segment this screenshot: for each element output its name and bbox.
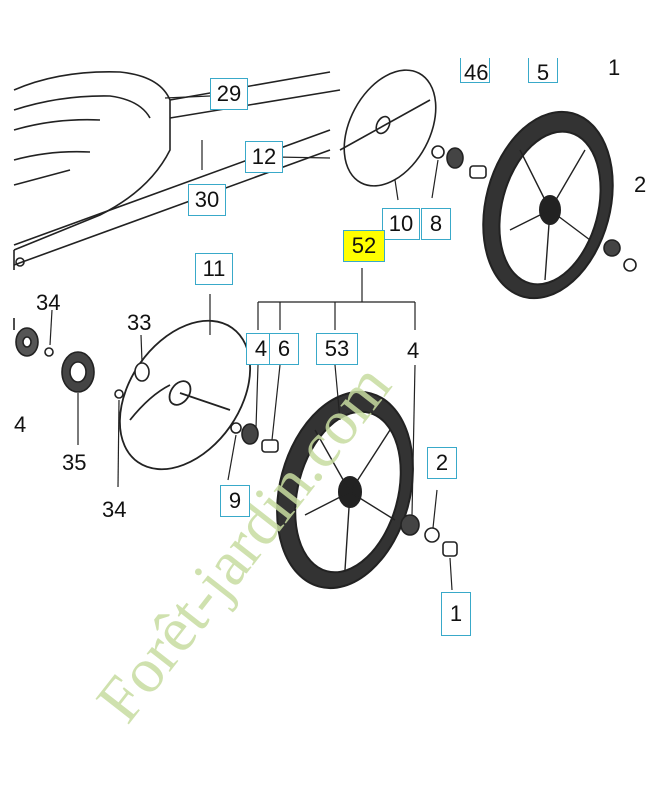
callout-6: 6	[269, 333, 299, 365]
label-4-right: 4	[407, 338, 420, 363]
callout-2: 2	[427, 447, 457, 479]
hubcap-top	[339, 69, 437, 187]
callout-30: 30	[188, 184, 226, 216]
wheel-front	[276, 390, 414, 590]
label-35: 35	[62, 450, 87, 475]
callout-53: 53	[316, 333, 358, 365]
label-34-bottom: 34	[102, 497, 127, 522]
label-2-right: 2	[634, 172, 647, 197]
callout-5-top: 5	[528, 58, 558, 83]
label-4-left: 4	[14, 412, 27, 437]
top-bearings	[431, 145, 637, 272]
callout-29: 29	[210, 78, 248, 110]
callout-46-top: 46	[460, 58, 490, 83]
label-1-top: 1	[608, 55, 621, 75]
front-bearings	[230, 422, 458, 557]
callout-52: 52	[343, 230, 385, 262]
callout-1: 1	[441, 592, 471, 636]
callout-9: 9	[220, 485, 250, 517]
leader-lines	[49, 95, 453, 591]
mower-deck	[13, 71, 341, 270]
label-34-top: 34	[36, 290, 61, 315]
wheel-top-right	[482, 110, 614, 300]
callout-8: 8	[421, 208, 451, 240]
callout-11: 11	[195, 253, 233, 285]
callout-10: 10	[382, 208, 420, 240]
left-parts	[13, 318, 150, 399]
label-33: 33	[127, 310, 152, 335]
callout-12: 12	[245, 141, 283, 173]
